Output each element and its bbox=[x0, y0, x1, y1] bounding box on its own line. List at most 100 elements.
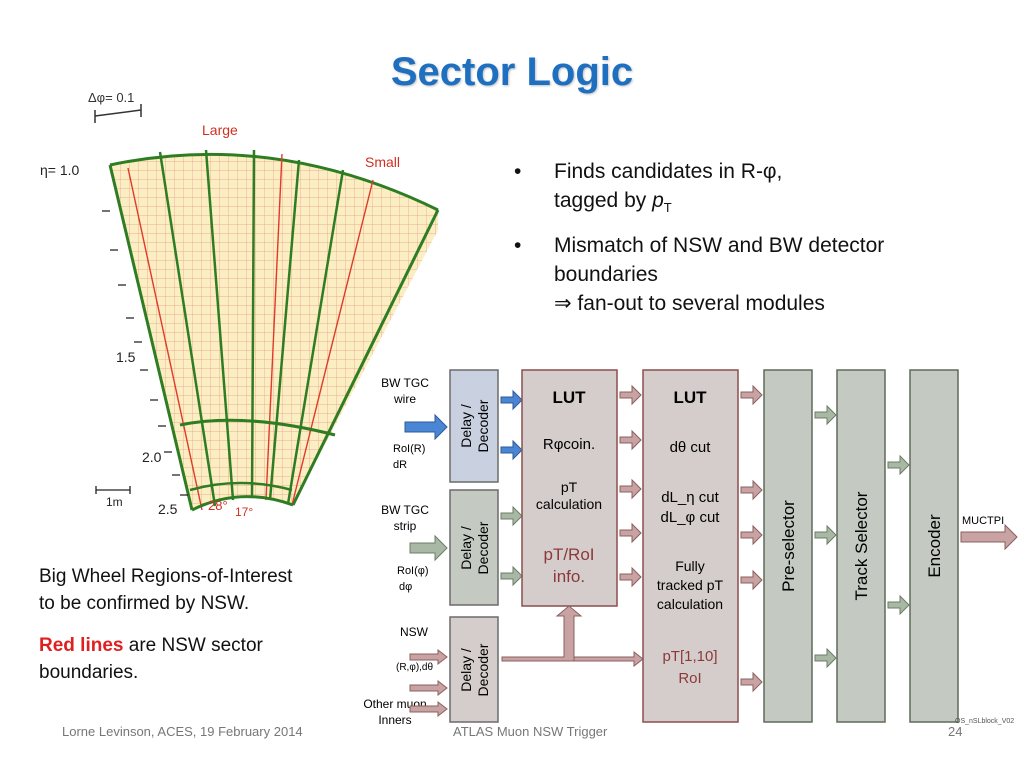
bullet-2-line3: ⇒ fan-out to several modules bbox=[554, 292, 825, 316]
bullet-2-line1: Mismatch of NSW and BW detector bbox=[554, 234, 885, 258]
preselector-box bbox=[763, 369, 813, 723]
caption-red-line1: Red lines are NSW sector bbox=[39, 632, 369, 659]
lut2-pt-roi: pT[1,10]RoI bbox=[662, 648, 717, 687]
nsw-input-arrow bbox=[409, 648, 448, 666]
nsw-sub-input-arrow bbox=[409, 679, 448, 697]
bullet-1-line2: tagged by pT bbox=[554, 186, 1010, 222]
arrow-lut1-lut2-4 bbox=[619, 522, 642, 544]
bullet-dot: • bbox=[514, 234, 522, 258]
arrow-d1-lut1-b bbox=[500, 439, 523, 461]
bullet-1-sub: T bbox=[663, 200, 672, 216]
caption-roi-line1: Big Wheel Regions-of-Interest bbox=[39, 566, 293, 587]
small-label: Small bbox=[365, 154, 400, 170]
encoder-box bbox=[909, 369, 959, 723]
bullet-2-line2: boundaries bbox=[554, 263, 658, 287]
arrow-lut2-pre-1 bbox=[740, 384, 763, 406]
bullet-item-2: • Mismatch of NSW and BW detector bounda… bbox=[510, 231, 1010, 318]
bottom-arc bbox=[191, 495, 294, 512]
lut2-title: LUT bbox=[673, 388, 707, 407]
eta-label-2-0: 2.0 bbox=[142, 449, 162, 465]
arrow-lut2-pre-2 bbox=[740, 479, 763, 501]
delay-decoder-3 bbox=[449, 616, 499, 723]
footer-author: Lorne Levinson, ACES, 19 February 2014 bbox=[62, 724, 303, 739]
output-arrow bbox=[960, 523, 1018, 551]
other-input-arrow bbox=[409, 700, 448, 718]
eta-label-2-5: 2.5 bbox=[158, 501, 178, 517]
arrow-pre-track-1 bbox=[814, 404, 837, 426]
bullet-list: • Finds candidates in R-φ, tagged by pT … bbox=[510, 157, 1010, 327]
arrow-lut1-lut2-3 bbox=[619, 478, 642, 500]
arrow-lut2-pre-4 bbox=[740, 569, 763, 591]
red-lines-label: Red lines bbox=[39, 635, 124, 656]
bullet-1-text: tagged by bbox=[554, 189, 653, 212]
left-boundary bbox=[108, 164, 194, 511]
caption-red-rest: are NSW sector bbox=[123, 635, 263, 656]
nsw-label: NSW bbox=[400, 625, 429, 639]
arrow-lut1-lut2-2 bbox=[619, 429, 642, 451]
arrow-pre-track-2 bbox=[814, 524, 837, 546]
nsw-sub-label: (R,φ),dθ bbox=[396, 662, 433, 673]
delay-decoder-2-label: Delay /Decoder bbox=[458, 521, 491, 574]
lut2-box bbox=[642, 369, 739, 723]
radial-green-lines bbox=[158, 149, 345, 507]
sector-diagram: Δφ= 0.1 Large Small η= 1.0 1.5 2.0 2.5 1… bbox=[40, 90, 440, 519]
eta-label-1-5: 1.5 bbox=[116, 349, 136, 365]
lut1-title: LUT bbox=[552, 388, 586, 407]
lut1-rphi: Rφcoin. bbox=[543, 436, 595, 453]
nsw-to-lut2-arrow bbox=[573, 650, 644, 668]
arrow-lut1-lut2-1 bbox=[619, 384, 642, 406]
arrow-track-enc-1 bbox=[887, 454, 910, 476]
right-boundary bbox=[291, 209, 440, 506]
dphi-marker bbox=[94, 104, 142, 123]
delay-decoder-1 bbox=[449, 369, 499, 483]
caption-roi: Big Wheel Regions-of-Interest to be conf… bbox=[39, 563, 369, 617]
bullet-dot: • bbox=[514, 160, 522, 183]
delay-decoder-1-label: Delay /Decoder bbox=[458, 399, 491, 452]
arrow-d2-lut1-b bbox=[500, 565, 523, 587]
arrow-lut2-pre-5 bbox=[740, 671, 763, 693]
nsw-to-lut1-arrow bbox=[501, 605, 583, 662]
arrow-d1-lut1-a bbox=[500, 389, 523, 411]
muctpi-label: MUCTPI bbox=[962, 515, 1004, 527]
delay-decoder-3-label: Delay /Decoder bbox=[458, 643, 491, 696]
angle-large: 28° bbox=[208, 498, 228, 513]
roi-r-label: RoI(R)dR bbox=[393, 443, 425, 471]
arrow-track-enc-2 bbox=[887, 594, 910, 616]
dphi-label: Δφ= 0.1 bbox=[88, 90, 134, 105]
caption-red-line2: boundaries. bbox=[39, 662, 139, 683]
delay-decoder-2 bbox=[449, 489, 499, 606]
preselector-label: Pre-selector bbox=[779, 500, 798, 592]
bullet-item-1: • Finds candidates in R-φ, tagged by pT bbox=[510, 157, 1010, 222]
caption-roi-line2: to be confirmed by NSW. bbox=[39, 593, 250, 614]
trackselector-box bbox=[836, 369, 886, 723]
scale-label: 1m bbox=[106, 495, 123, 509]
block-version-tag: OS_nSLblock_V02 bbox=[955, 718, 1014, 725]
lut2-dtheta: dθ cut bbox=[670, 439, 712, 456]
bullet-1-line1: Finds candidates in R-φ, bbox=[554, 160, 783, 183]
nsw-red-lines bbox=[127, 153, 374, 511]
arrow-pre-track-3 bbox=[814, 647, 837, 669]
page-number: 24 bbox=[948, 724, 963, 739]
encoder-label: Encoder bbox=[925, 514, 944, 578]
inner-arc-1 bbox=[179, 418, 336, 437]
arrow-d2-lut1-a bbox=[500, 505, 523, 527]
outer-boundary bbox=[109, 152, 439, 212]
arrow-lut2-pre-3 bbox=[740, 524, 763, 546]
inner-arc-2 bbox=[189, 481, 293, 492]
strip-input-arrow bbox=[409, 534, 448, 562]
lut1-box bbox=[521, 369, 618, 607]
wire-input-arrow bbox=[404, 413, 448, 441]
angle-small: 17° bbox=[235, 505, 253, 519]
eta-ticks bbox=[102, 210, 188, 496]
arrow-lut1-lut2-5 bbox=[619, 566, 642, 588]
bullet-1-var: p bbox=[652, 189, 664, 212]
caption-red-lines: Red lines are NSW sector boundaries. bbox=[39, 632, 369, 686]
trackselector-label: Track Selector bbox=[852, 491, 871, 600]
scale-bar bbox=[95, 486, 131, 494]
